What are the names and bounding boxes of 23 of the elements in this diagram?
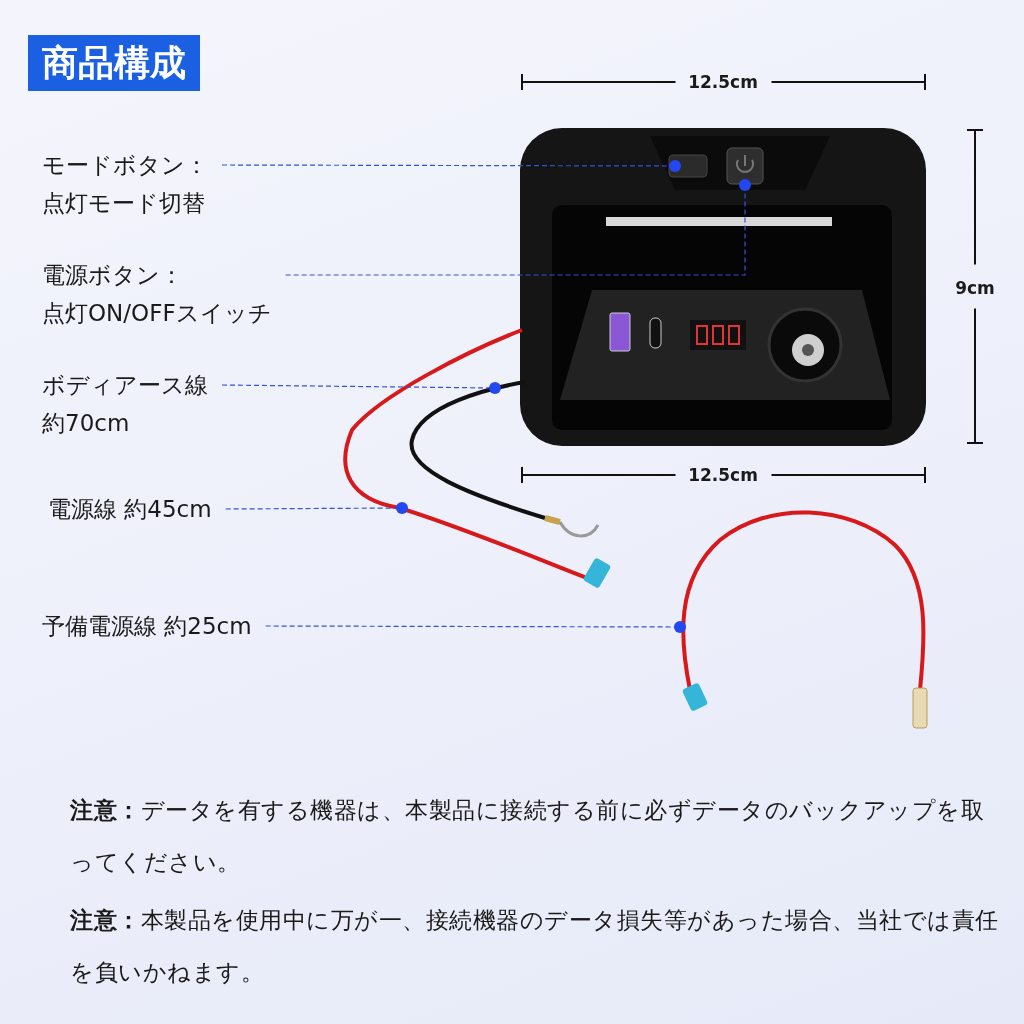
callout-label: モードボタン：: [42, 151, 208, 180]
power-wire-drawing: [343, 328, 612, 589]
title-banner: 商品構成: [28, 35, 200, 91]
spare-wire-drawing: [681, 510, 928, 729]
power-button: [726, 147, 764, 185]
callout-label: 点灯ON/OFFスイッチ: [42, 299, 272, 328]
leader-line: [265, 621, 686, 633]
leader-line: [221, 382, 501, 394]
caution-note: 注意：データを有する機器は、本製品に接続する前に必ずデータのバックアップを取ってください。: [70, 796, 985, 877]
callout-label: 予備電源線 約25cm: [42, 612, 252, 641]
leader-line: [221, 160, 681, 172]
dimension-label: 12.5cm: [688, 72, 758, 92]
callout-label: 電源線 約45cm: [48, 495, 212, 524]
dimension-label: 9cm: [955, 278, 995, 298]
callout-label: 電源ボタン：: [42, 261, 184, 290]
callout-label: ボディアース線: [42, 371, 208, 400]
leader-line: [225, 502, 408, 514]
callout-label: 約70cm: [42, 409, 131, 438]
dimension-label: 12.5cm: [688, 465, 758, 485]
callout-label: 点灯モード切替: [42, 189, 206, 218]
charger-unit-drawing: [520, 128, 926, 446]
leader-line: [285, 179, 751, 276]
caution-note: 注意：本製品を使用中に万が一、接続機器のデータ損失等があった場合、当社では責任を負いかねます。: [70, 906, 1000, 987]
